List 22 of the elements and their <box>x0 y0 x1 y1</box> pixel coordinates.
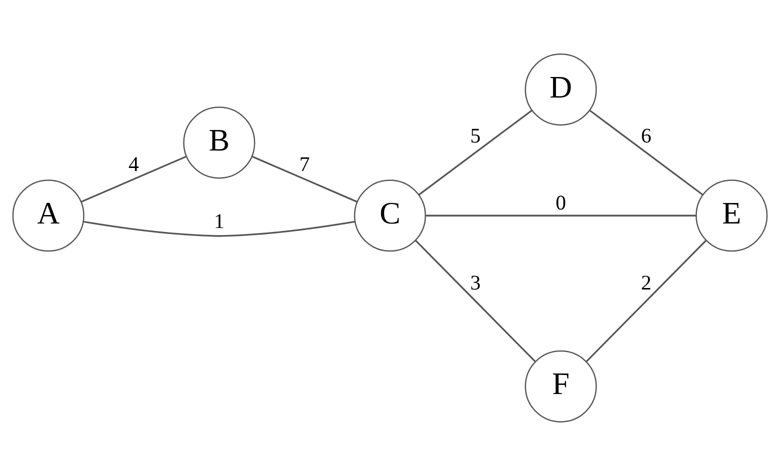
edge-label: 4 <box>128 152 139 176</box>
connector <box>414 240 536 362</box>
connector <box>589 110 704 196</box>
edge-label: 3 <box>470 270 481 295</box>
node-circle: E <box>696 180 768 252</box>
edge-label: 1 <box>214 209 224 234</box>
connector <box>586 240 707 362</box>
node-circle: F <box>524 350 597 422</box>
edge-label: 5 <box>470 124 481 148</box>
edge-label: 2 <box>641 270 652 295</box>
edge-label: 7 <box>299 152 310 176</box>
node-circle: B <box>183 106 256 179</box>
edge-label: 6 <box>641 124 652 148</box>
node-circle: A <box>12 180 84 252</box>
connector <box>425 214 696 216</box>
edge-label: 0 <box>556 190 566 214</box>
connector <box>83 220 355 237</box>
connector <box>80 156 187 203</box>
connector <box>252 156 358 203</box>
node-circle: D <box>524 54 597 126</box>
node-circle: C <box>354 180 426 252</box>
connector <box>418 110 532 196</box>
